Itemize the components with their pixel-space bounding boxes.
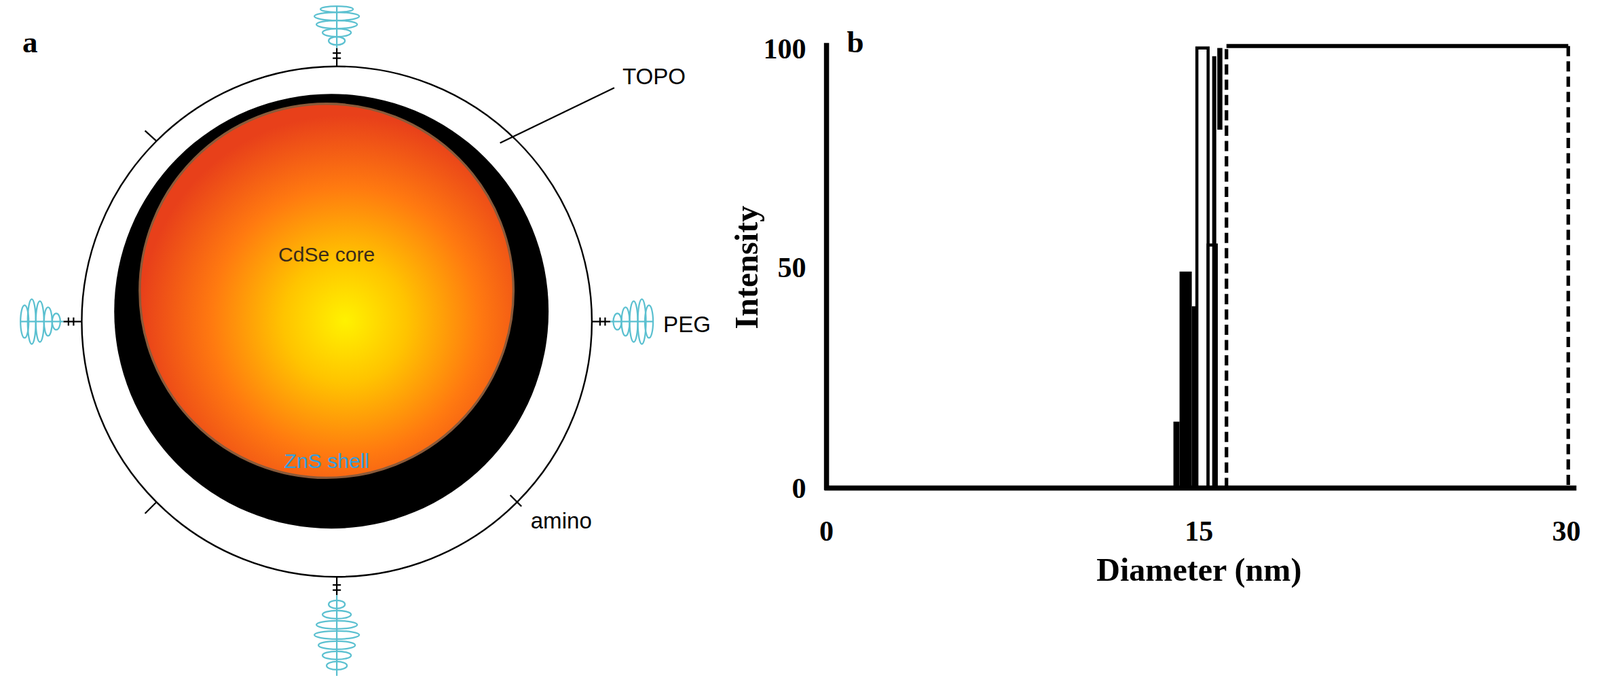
peg-chain	[591, 298, 654, 344]
bar	[1196, 48, 1209, 489]
shell-circle: ZnS shell CdSe core	[112, 91, 551, 531]
dls-chart	[824, 42, 1577, 490]
dashed-line	[1566, 46, 1571, 489]
peg-chain	[314, 6, 360, 67]
bar	[1217, 48, 1223, 130]
tick-label: 50	[777, 251, 807, 284]
amino-tick	[145, 130, 157, 141]
dashed-line	[1224, 48, 1229, 489]
x-axis	[824, 485, 1577, 491]
tick-label: 0	[819, 514, 834, 548]
core-circle-shape	[137, 101, 516, 480]
core-label: CdSe core	[278, 243, 375, 267]
part-label: amino	[530, 507, 592, 534]
peg-chain	[20, 298, 82, 344]
axis-title: Intensity	[728, 205, 766, 330]
amino-tick	[510, 494, 523, 507]
part-label: PEG	[663, 311, 711, 338]
part-label: TOPO	[622, 63, 686, 90]
panel-letter: b	[847, 25, 865, 61]
core-circle: CdSe core	[137, 101, 516, 480]
axis-title: Diameter (nm)	[1096, 550, 1302, 588]
panel-letter: a	[22, 25, 39, 61]
tick-label: 15	[1184, 514, 1214, 548]
bar	[1179, 271, 1193, 489]
outer-layer	[81, 66, 592, 577]
shell-label: ZnS shell	[284, 449, 370, 474]
tick-label: 0	[792, 471, 807, 505]
leader-line	[500, 87, 615, 143]
bar-line	[1212, 56, 1217, 489]
peg-chain	[314, 576, 360, 676]
bar	[1173, 421, 1180, 489]
y-axis	[824, 42, 830, 490]
tick-label: 100	[763, 32, 807, 66]
amino-tick	[145, 501, 157, 514]
tick-label: 30	[1551, 514, 1581, 548]
series-line	[1226, 44, 1569, 49]
